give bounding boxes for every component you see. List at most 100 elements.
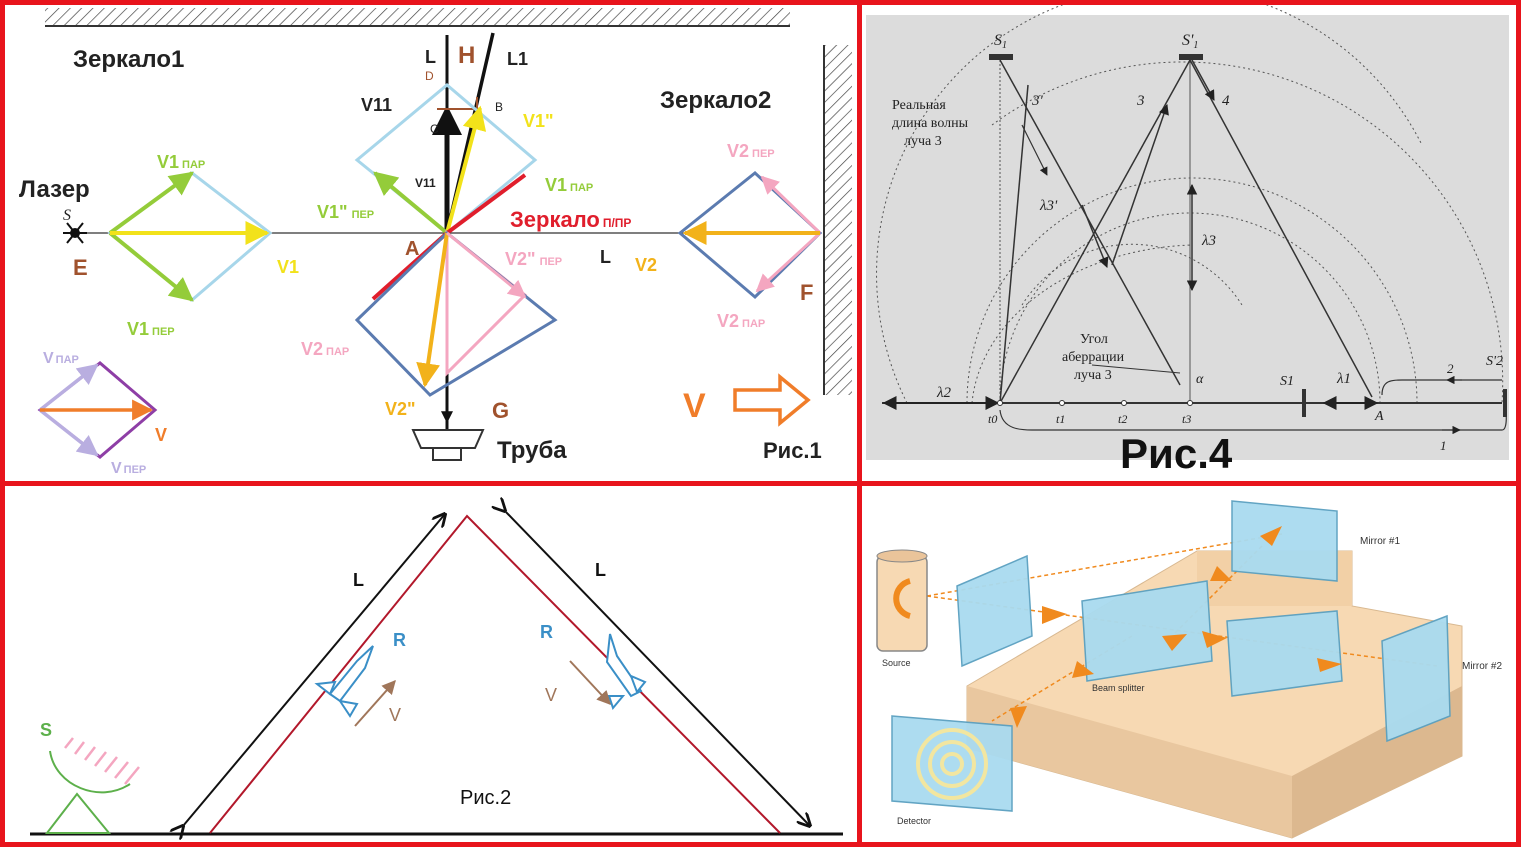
V1pp-label: V1" (523, 111, 554, 131)
v2par-arrow (755, 231, 822, 293)
V1par-right-sub: ПАР (570, 182, 593, 194)
figure-4-diagram: S1 S'1 3' 3 4 λ3' λ3 α λ2 λ1 t0 t1 t2 t3… (866, 5, 1509, 477)
semi-mirror-upper (445, 173, 527, 235)
real-wl-line-3: луча 3 (904, 134, 942, 149)
source-dish-icon (49, 750, 131, 794)
D-label: D (425, 69, 434, 83)
source-s-label: S (63, 207, 71, 224)
figure-2-diagram: L L R R V V S Рис.2 (30, 486, 843, 842)
Vper-main: V (111, 460, 122, 477)
compensator-2-plate (1226, 610, 1343, 697)
beam-splitter-label: Beam splitter (1092, 683, 1145, 693)
ray-4-label: 4 (1222, 93, 1230, 109)
left-velocity-arrow (354, 679, 396, 727)
L-top-label: L (425, 47, 436, 67)
beam-splitter-plate (1081, 580, 1213, 682)
tube-icon (411, 429, 485, 461)
A-label: A (1374, 409, 1384, 424)
V2par-left-sub: ПАР (326, 346, 349, 358)
path-1 (999, 409, 1507, 431)
mirror-2-label: Mirror #2 (1462, 661, 1502, 672)
ray-3-arrow (1111, 104, 1169, 266)
path-1-label: 1 (1440, 438, 1447, 453)
real-wavelength-pointer (1021, 124, 1048, 176)
figure-1-caption: Рис.1 (763, 438, 822, 463)
S1-mirror (989, 54, 1013, 60)
figure-2-panel: L L R R V V S Рис.2 (0, 481, 862, 847)
ray-3-prime-label: 3' (1031, 93, 1044, 109)
mirror-1-hatch (45, 8, 790, 25)
mirror-1-label: Зеркало1 (73, 46, 184, 73)
E-label: E (73, 255, 88, 280)
t3-label: t3 (1182, 412, 1191, 426)
V2pp-per-main: V2" (505, 249, 536, 269)
right-L-arrow (505, 511, 810, 826)
vpar-arrow (38, 363, 99, 412)
Vper-sub: ПЕР (124, 464, 147, 476)
semi-mirror-sub: П/ПР (603, 216, 632, 230)
figure-4-caption: Рис.4 (1120, 430, 1233, 477)
alpha-label: α (1196, 372, 1204, 387)
ray-4-arrow (1191, 59, 1215, 101)
mirror-1-plate (1231, 500, 1338, 582)
source-label: Source (882, 658, 911, 668)
V2pp-per-label: V2"ПЕР (505, 249, 562, 269)
v1pp-arrow (445, 105, 487, 234)
V1par-right-main: V1 (545, 175, 567, 195)
S1p-sub: 1 (1193, 40, 1198, 51)
path-2 (1381, 379, 1502, 396)
left-rocket-icon (314, 645, 374, 718)
R-left-label: R (393, 630, 406, 650)
Vpar-main: V (43, 350, 54, 367)
V1per-sub: ПЕР (152, 326, 175, 338)
laser-source-icon (63, 222, 87, 244)
V-right-label: V (545, 685, 557, 705)
semi-mirror-main: Зеркало (510, 207, 600, 232)
V2par-left-main: V2 (301, 339, 323, 359)
G-label: G (492, 398, 509, 423)
V11-label: V11 (361, 95, 392, 115)
left-L-arrow (183, 514, 445, 826)
wavefront-arcs (876, 5, 1504, 404)
L-left-label: L (353, 570, 364, 590)
S1b-mirror (1302, 389, 1306, 417)
interference-rings-icon (916, 728, 988, 800)
V2par-right-main: V2 (717, 311, 739, 331)
S1-label: S1 (994, 32, 1007, 51)
V2per-sub: ПЕР (752, 148, 775, 160)
source-waves-icon (64, 737, 140, 785)
V1-label: V1 (277, 257, 299, 277)
lambda3-label: λ3 (1201, 233, 1216, 249)
mirror-2-label: Зеркало2 (660, 87, 771, 114)
t1-label: t1 (1056, 412, 1065, 426)
V1pp-per-label: V1"ПЕР (317, 202, 374, 222)
path-2-label: 2 (1447, 361, 1454, 376)
S1b-label: S1 (1280, 374, 1294, 389)
detector-label: Detector (897, 816, 931, 826)
L1-label: L1 (507, 49, 528, 69)
ray-3-label: 3 (1136, 93, 1145, 109)
v2pp-arrow (416, 232, 449, 388)
v1par-arrow (108, 171, 194, 235)
V2pp-bottom-label: V2" (385, 399, 416, 419)
vper-arrow (38, 408, 99, 457)
v2per-arrow (760, 175, 822, 235)
V11-small-label: V11 (415, 176, 436, 190)
V2par-right-sub: ПАР (742, 318, 765, 330)
V2-label: V2 (635, 255, 657, 275)
right-rocket-icon (605, 633, 647, 711)
V-small-label: V (155, 425, 167, 445)
motion-arrow-icon (733, 373, 811, 427)
S2-label: S'2 (1486, 354, 1503, 369)
laser-label: Лазер (19, 176, 90, 203)
v2pp-per-arrow (446, 231, 527, 299)
figure-1-diagram: Зеркало1 Зеркало2 Лазер S E A F G H L L1… (19, 8, 852, 477)
angle-line-1: Угол (1080, 332, 1108, 347)
V1per-main: V1 (127, 319, 149, 339)
